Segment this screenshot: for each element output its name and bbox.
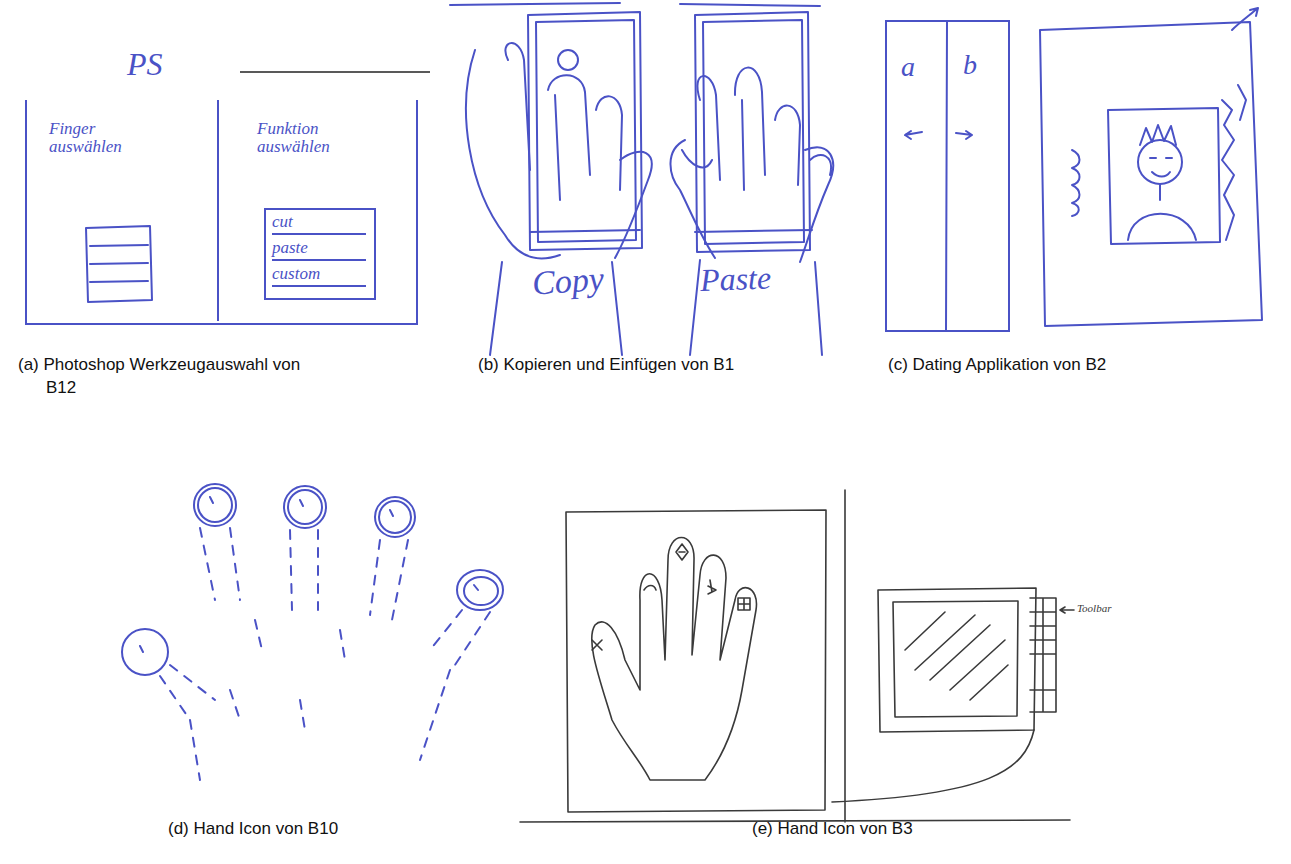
handwritten-text: a <box>901 52 941 81</box>
handwritten-text: cut <box>272 213 366 235</box>
dating-app-sketch <box>905 8 1262 330</box>
phone-sketch: ab <box>885 20 1010 332</box>
hand-icon-b10 <box>122 484 503 780</box>
handwritten-text: paste <box>272 239 366 261</box>
scan-edge <box>240 71 430 73</box>
figure-caption: (c) Dating Applikation von B2 <box>888 354 1218 377</box>
figure-caption: (a) Photoshop Werkzeugauswahl von B12 <box>18 354 318 400</box>
handwritten-text: Funktion auswählen <box>257 120 367 156</box>
paste-hand-sketch <box>670 4 833 355</box>
sketch-label: Toolbar <box>1077 603 1137 615</box>
handwritten-text: Finger auswählen <box>49 120 149 156</box>
sketch-label: Paste <box>699 260 810 297</box>
copy-hand-sketch <box>450 3 652 355</box>
function-list: cut paste custom <box>264 208 376 300</box>
figure-caption: (b) Kopieren und Einfügen von B1 <box>478 354 808 377</box>
sketch-panel: Funktion auswählen cut paste custom <box>217 100 416 321</box>
sketch-panel: Finger auswählen <box>27 100 217 321</box>
handwritten-text: PS <box>127 48 217 82</box>
handwritten-text: b <box>963 50 1003 79</box>
figure-caption: (e) Hand Icon von B3 <box>752 818 1012 841</box>
figure-caption: (d) Hand Icon von B10 <box>168 818 428 841</box>
hand-icon-b3 <box>520 490 1074 822</box>
finger-list <box>86 226 152 302</box>
sketch-frame: PSFinger auswählenFunktion auswählencutp… <box>25 100 418 325</box>
handwritten-text: custom <box>272 265 366 287</box>
sketch-label: Copy <box>531 258 643 301</box>
